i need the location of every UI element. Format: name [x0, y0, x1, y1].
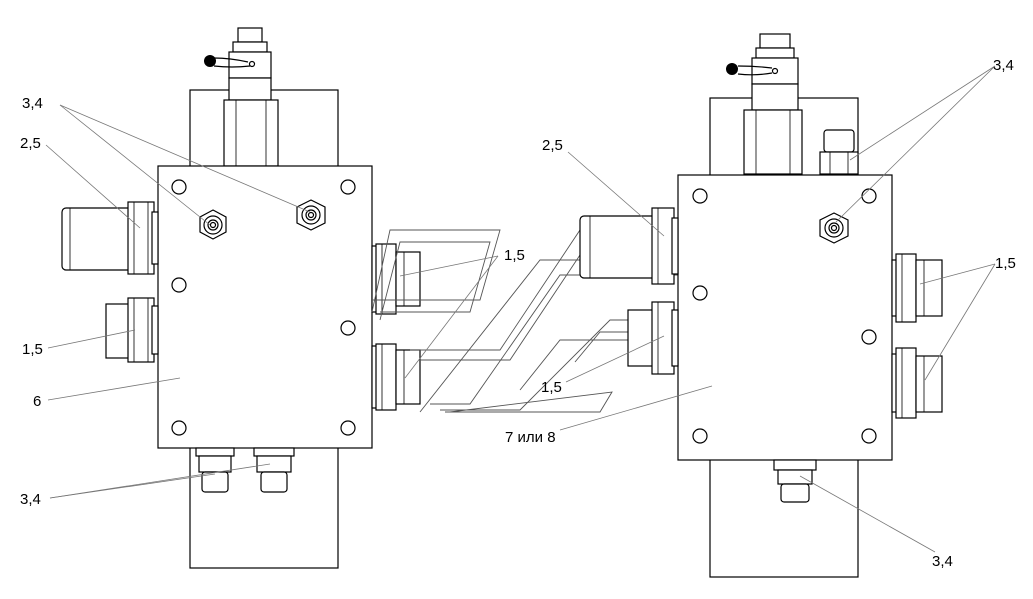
left-valve-assembly: [61, 27, 421, 569]
right-right-fitting-lower: [891, 347, 943, 419]
right-bottom-fitting: [773, 459, 817, 503]
label-center-upper: 1,5: [504, 247, 525, 264]
label-right-side-fitting: 2,5: [542, 137, 563, 154]
right-pointer-dot: [726, 63, 738, 75]
right-face-plug: [819, 212, 849, 244]
right-main-body: [677, 174, 893, 461]
left-bolt-holes: [171, 179, 356, 436]
label-right-side-fittings: 1,5: [995, 255, 1016, 272]
right-left-fitting-lower: [627, 301, 679, 375]
right-left-fitting-upper: [579, 207, 679, 285]
leader-lines: [45, 65, 996, 553]
label-right-body: 7 или 8: [505, 429, 556, 446]
left-main-body: [157, 165, 373, 449]
left-bottom-fitting-1: [195, 447, 235, 493]
left-bottom-fitting-2: [253, 447, 295, 493]
label-left-top-fittings: 3,4: [22, 95, 43, 112]
right-valve-assembly: [579, 33, 943, 578]
left-face-plug-2: [296, 199, 326, 231]
left-right-fitting-lower: [371, 343, 421, 411]
left-right-fitting-upper: [371, 243, 421, 315]
label-left-bottom-fittings: 3,4: [20, 491, 41, 508]
left-side-fitting-lower: [105, 297, 159, 363]
right-top-small-fitting: [819, 129, 859, 175]
label-right-top-fittings: 3,4: [993, 57, 1014, 74]
label-left-side-lower: 1,5: [22, 341, 43, 358]
left-top-cartridge: [213, 27, 279, 167]
label-left-body: 6: [33, 393, 41, 410]
left-face-plug-1: [199, 209, 227, 240]
label-center-lower: 1,5: [541, 379, 562, 396]
callout-labels: 3,4 2,5 1,5 6 3,4 1,5 2,5 1,5 7 или 8 3,…: [20, 57, 1016, 570]
label-left-side-fitting: 2,5: [20, 135, 41, 152]
right-right-fitting-upper: [891, 253, 943, 323]
left-side-fitting-upper: [61, 201, 159, 275]
right-top-cartridge: [737, 33, 803, 175]
left-pointer-dot: [204, 55, 216, 67]
label-right-bottom-fitting: 3,4: [932, 553, 953, 570]
